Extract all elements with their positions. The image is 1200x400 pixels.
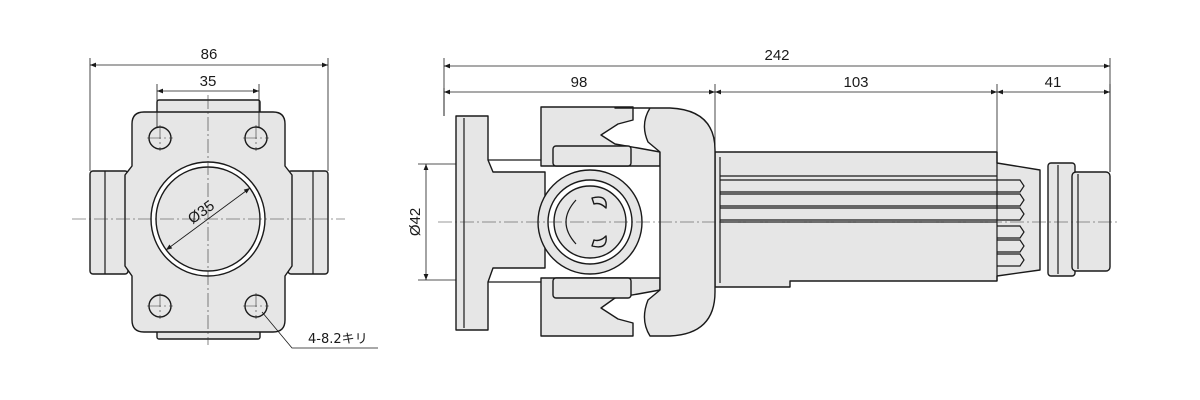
dim-overall-length: 242 xyxy=(764,47,789,64)
hole-note: 4-8.2キリ xyxy=(308,332,368,347)
input-flange xyxy=(455,115,546,331)
dim-stub-length: 41 xyxy=(1045,74,1062,91)
right-boss xyxy=(287,170,329,275)
bearing-cap-bottom xyxy=(552,277,632,299)
dim-overall-width: 86 xyxy=(201,46,218,63)
stub-end xyxy=(1071,171,1111,272)
side-view: 242 98 103 41 Ø42 xyxy=(407,47,1120,337)
circlip xyxy=(591,196,607,209)
bearing-cap-top xyxy=(552,145,632,167)
spline-teeth xyxy=(720,179,1025,193)
front-view: 86 35 Ø35 4-8.2キリ xyxy=(72,46,378,349)
stub-shaft xyxy=(1047,162,1076,277)
circlip xyxy=(591,235,607,248)
dim-flange-diameter: Ø42 xyxy=(407,208,424,236)
dim-hole-pitch: 35 xyxy=(200,73,217,90)
left-boss xyxy=(89,170,129,275)
dim-yoke-length: 98 xyxy=(571,74,588,91)
dim-spline-length: 103 xyxy=(843,74,868,91)
